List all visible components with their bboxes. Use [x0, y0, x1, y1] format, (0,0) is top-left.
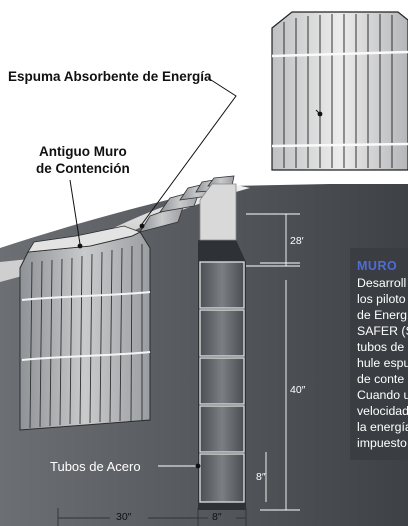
panel-line: los piloto [357, 292, 406, 306]
label-wall-line1: Antiguo Muro [39, 144, 127, 159]
wall-leader-dot [77, 243, 83, 249]
foam-leader-dot [139, 223, 145, 229]
label-wall: Antiguo Muro de Contención [36, 143, 130, 177]
panel-line: Cuando u [357, 388, 408, 402]
panel-line: Desarroll [357, 276, 407, 290]
info-panel: MURO Desarroll los piloto de Energ SAFER… [357, 258, 408, 451]
panel-line: tubos de [357, 340, 405, 354]
panel-line: hule espu [357, 356, 408, 370]
bottom-dimension-lines [57, 508, 247, 526]
dimension-lines [246, 213, 300, 511]
label-wall-line2: de Contención [36, 161, 130, 176]
detail-leader-dot [317, 111, 323, 117]
tubes-leader-dot [195, 463, 201, 469]
panel-title: MURO [357, 259, 398, 273]
steel-tube-stack [198, 183, 246, 510]
panel-line: velocidad [357, 404, 408, 418]
label-foam: Espuma Absorbente de Energía [8, 69, 212, 84]
panel-line: impuesto [357, 436, 407, 450]
dim-spacing: 8″ [256, 471, 266, 483]
panel-line: la energía [357, 420, 408, 434]
panel-background [350, 248, 408, 460]
label-tubes: Tubos de Acero [50, 459, 141, 474]
panel-line: SAFER (S [357, 324, 408, 338]
dim-bottom-gap: 8″ [212, 511, 222, 523]
foam-block-detail [271, 11, 408, 171]
dim-bottom-width: 30″ [116, 511, 132, 523]
panel-line: de Energ [357, 308, 407, 322]
foam-block-front [19, 225, 151, 431]
dim-height: 40″ [290, 384, 306, 396]
dim-depth: 28′ [290, 235, 304, 247]
panel-line: de conte [357, 372, 405, 386]
